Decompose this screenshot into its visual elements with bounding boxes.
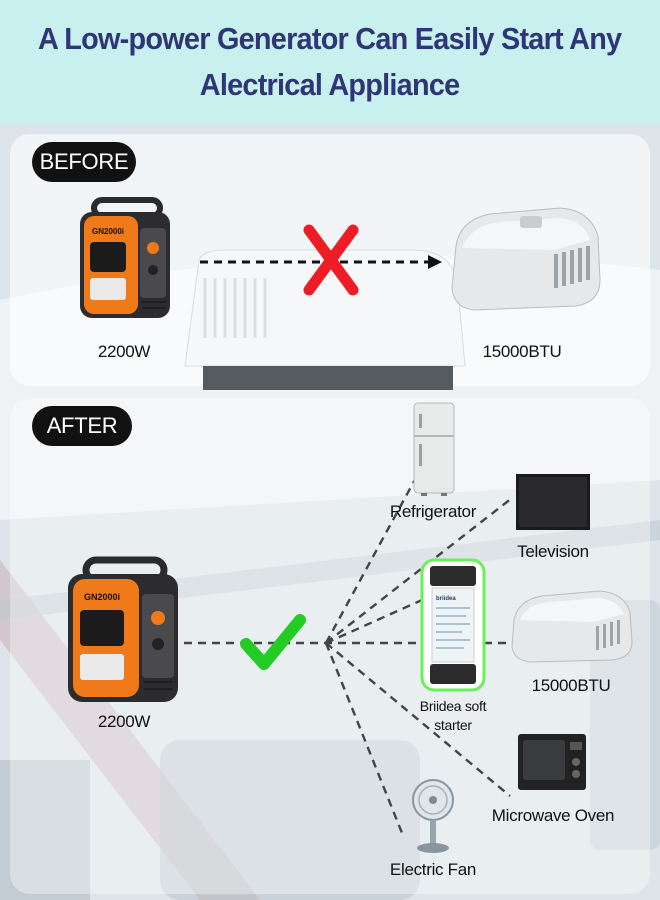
television-label: Television: [517, 542, 589, 561]
generator-after-brand: GN2000i: [84, 592, 120, 602]
generator-before-image: GN2000i: [80, 197, 170, 318]
large-ac-unit-background: [184, 249, 466, 390]
generator-after-label: 2200W: [97, 712, 151, 731]
refrigerator-label: Refrigerator: [389, 502, 477, 521]
electric-fan-label: Electric Fan: [389, 860, 477, 879]
before-connection-arrow: [200, 255, 442, 269]
ac-after-label: 15000BTU: [531, 676, 611, 695]
page-title-line-2: Alectrical Appliance: [200, 67, 460, 102]
fail-cross-icon: [303, 224, 359, 296]
generator-before-label: 2200W: [97, 342, 151, 361]
soft-starter-label-line-2: starter: [434, 717, 472, 733]
header-banner: A Low-power Generator Can Easily Start A…: [0, 0, 660, 124]
success-check-icon: [240, 614, 306, 670]
television-image: [516, 474, 590, 530]
generator-before-brand: GN2000i: [92, 227, 124, 236]
ac-unit-after-image: [511, 590, 633, 663]
generator-after-image: GN2000i: [68, 556, 178, 702]
microwave-label: Microwave Oven: [491, 806, 615, 825]
refrigerator-image: [413, 402, 455, 496]
soft-starter-label-line-1: Briidea soft: [419, 698, 487, 714]
page-title-line-1: A Low-power Generator Can Easily Start A…: [38, 21, 622, 56]
soft-starter-brand: briidea: [436, 596, 456, 602]
ac-before-label: 15000BTU: [482, 342, 562, 361]
microwave-image: [518, 734, 586, 790]
ac-unit-before-image: [451, 207, 601, 311]
soft-starter-image: briidea: [420, 558, 486, 692]
before-tag: BEFORE: [32, 142, 136, 182]
electric-fan-image: [412, 779, 454, 853]
soft-starter-label: Briidea soft starter: [419, 697, 487, 735]
after-tag: AFTER: [32, 406, 132, 446]
